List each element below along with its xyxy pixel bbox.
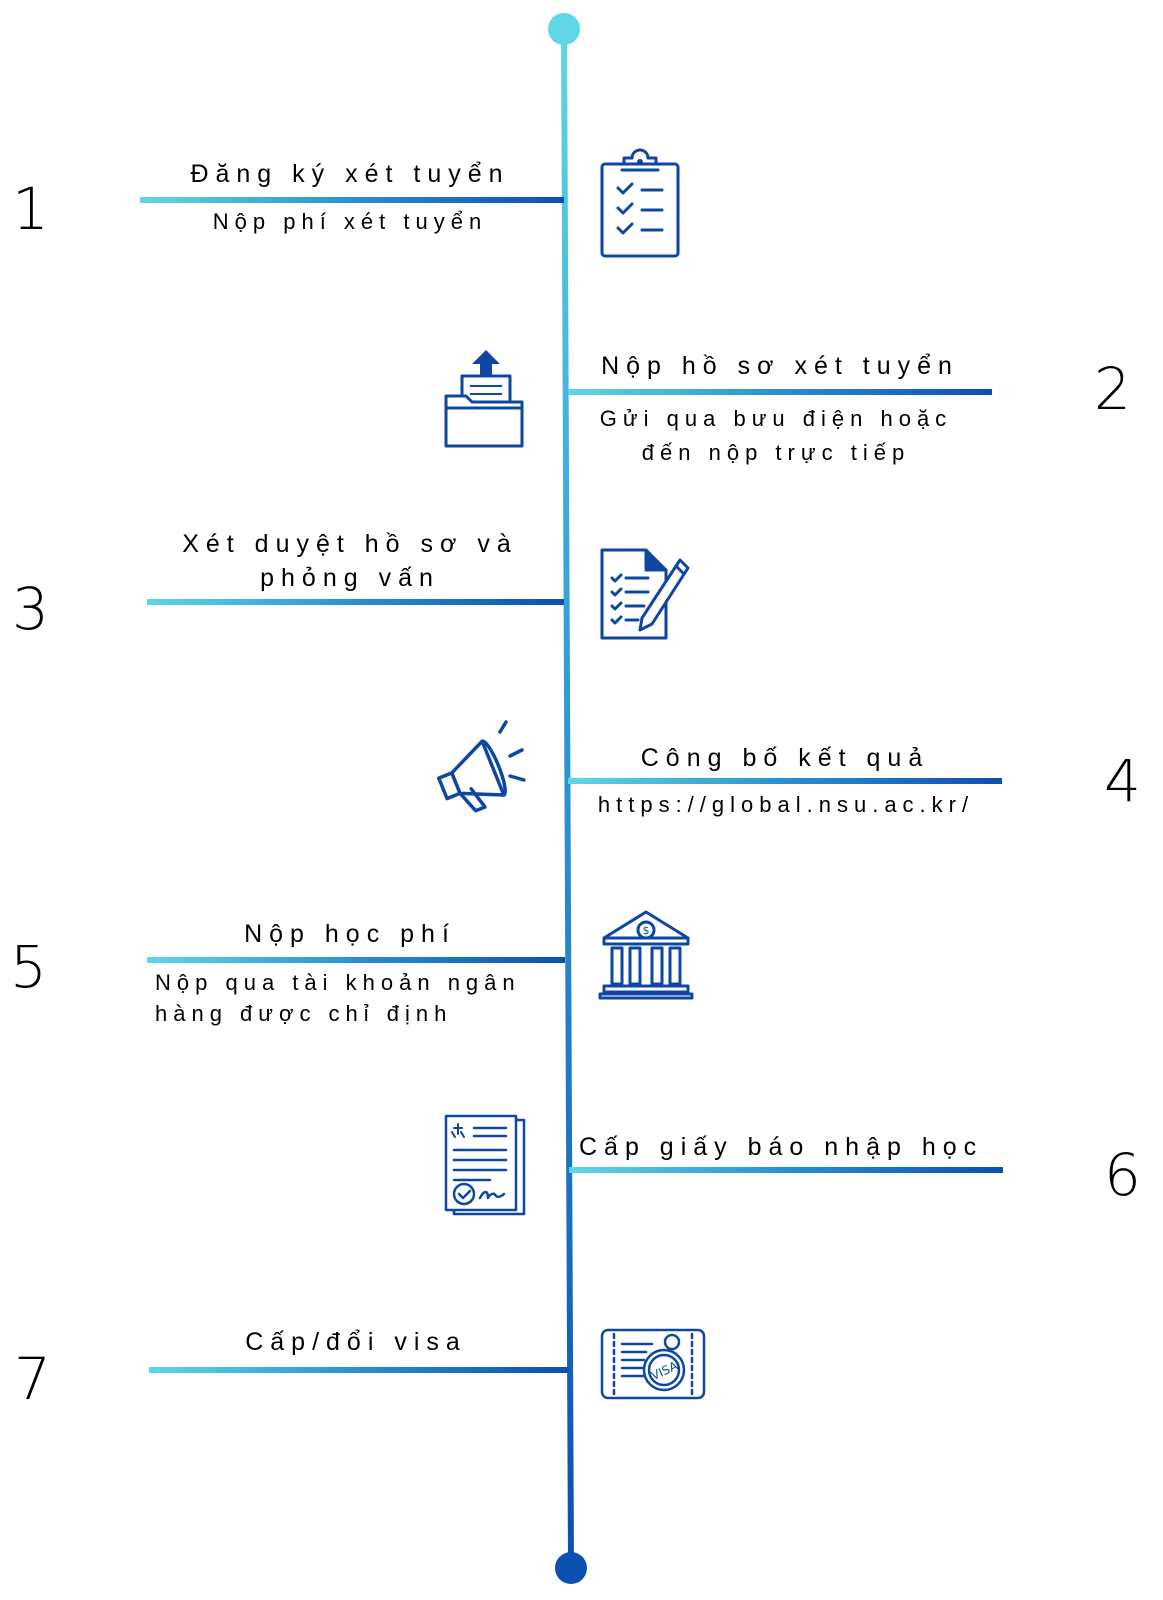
step-5-connector — [147, 957, 565, 963]
svg-text:$: $ — [643, 924, 650, 937]
step-1-number: 1 — [12, 175, 49, 243]
step-4-subtitle: https://global.nsu.ac.kr/ — [597, 792, 975, 817]
step-2-number: 2 — [1094, 355, 1131, 423]
step-7-connector — [149, 1367, 569, 1373]
step-7-number: 7 — [14, 1345, 51, 1413]
step-6-connector — [569, 1167, 1003, 1173]
step-4-number: 4 — [1104, 747, 1141, 815]
step-5-subtitle-line-1: Nộp qua tài khoản ngân — [155, 970, 521, 995]
megaphone-icon — [437, 720, 526, 813]
certificate-icon — [444, 1114, 526, 1216]
clipboard-checklist-icon — [600, 148, 680, 258]
folder-upload-icon — [444, 350, 524, 448]
step-3-title-line-1: Xét duyệt hồ sơ và — [182, 530, 518, 558]
timeline-end-dot — [555, 1552, 587, 1584]
bank-icon: $ — [598, 910, 694, 1000]
step-7-title: Cấp/đổi visa — [245, 1328, 467, 1356]
step-1-connector — [140, 197, 564, 203]
step-2-connector — [568, 389, 992, 395]
step-2-title: Nộp hồ sơ xét tuyển — [601, 352, 959, 380]
step-5-title: Nộp học phí — [244, 920, 456, 948]
step-1-subtitle: Nộp phí xét tuyển — [212, 209, 488, 234]
step-3-connector — [147, 599, 564, 605]
step-4-title: Công bố kết quả — [640, 744, 930, 772]
step-3-number: 3 — [12, 575, 49, 643]
step-5-subtitle-line-2: hàng được chỉ định — [155, 1001, 453, 1026]
document-pen-icon — [600, 548, 690, 640]
timeline-line — [561, 29, 574, 1569]
step-6-title: Cấp giấy báo nhập học — [579, 1133, 984, 1161]
step-3-title-line-2: phỏng vấn — [260, 564, 440, 592]
step-6-number: 6 — [1104, 1141, 1141, 1209]
visa-passport-icon: VISA — [600, 1328, 706, 1400]
step-5-number: 5 — [10, 933, 47, 1001]
step-2-subtitle-line-2: đến nộp trực tiếp — [641, 440, 911, 465]
timeline-start-dot — [548, 13, 580, 45]
step-2-subtitle-line-1: Gửi qua bưu điện hoặc — [599, 406, 953, 431]
step-4-connector — [568, 778, 1002, 784]
step-1-title: Đăng ký xét tuyển — [190, 160, 510, 188]
